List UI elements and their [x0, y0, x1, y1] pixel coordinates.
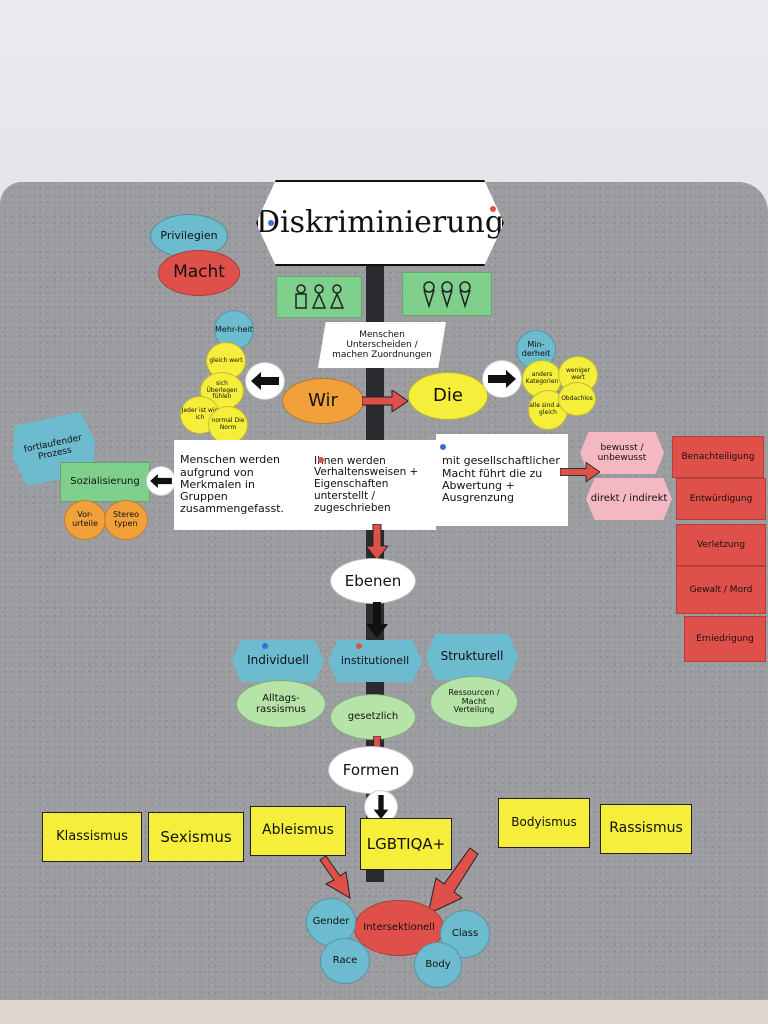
macht-ellipse: Macht	[158, 250, 240, 296]
red-card-2: Entwürdigung	[676, 478, 766, 520]
card-menschen: Menschen werden aufgrund von Merkmalen i…	[174, 440, 308, 530]
arrow-down-icon	[373, 795, 389, 819]
example-ressourcen: Ressourcen / Macht Verteilung	[430, 676, 518, 728]
down-arrow-1	[366, 524, 388, 560]
form-bodyismus: Bodyismus	[498, 798, 590, 848]
level-individuell: Individuell	[232, 640, 324, 682]
red-card-5: Erniedrigung	[684, 616, 766, 662]
floor	[0, 1000, 768, 1024]
card-macht: mit gesellschaftlicher Macht führt die z…	[436, 434, 568, 526]
pin	[490, 206, 496, 212]
pin	[708, 443, 714, 449]
left-arrow-disc	[245, 362, 285, 400]
people-card	[276, 276, 362, 318]
level-strukturell: Strukturell	[426, 634, 518, 680]
pin	[262, 643, 268, 649]
icecream-icon	[423, 281, 471, 309]
arrow-left-icon	[150, 474, 172, 488]
wir-ellipse: Wir	[282, 378, 364, 424]
pin	[440, 444, 446, 450]
form-lgbtiqa: LGBTIQA+	[360, 818, 452, 870]
formen-ellipse: Formen	[328, 746, 414, 794]
down-arrow-2	[366, 602, 388, 638]
class-circle: Class	[440, 910, 490, 958]
pin	[318, 457, 324, 463]
form-ableismus: Ableismus	[250, 806, 346, 856]
level-institutionell: institutionell	[328, 640, 422, 682]
example-alltagsrassismus: Alltags-rassismus	[236, 680, 326, 728]
icecream-card	[402, 272, 492, 316]
pin	[268, 220, 274, 226]
ebenen-ellipse: Ebenen	[330, 558, 416, 604]
race-circle: Race	[320, 938, 370, 984]
vorurteile-circle: Vor-urteile	[64, 500, 106, 540]
people-icon	[295, 284, 345, 309]
red-card-1: Benachteiligung	[672, 436, 764, 478]
left-circle-4: normal Die Norm	[208, 406, 248, 444]
arrow-right-icon	[488, 370, 516, 388]
title-text: Diskriminierung	[255, 205, 505, 241]
body-circle: Body	[414, 942, 462, 988]
wir-die-arrow	[362, 390, 408, 412]
form-rassismus: Rassismus	[600, 804, 692, 854]
right-arrow-disc	[482, 360, 522, 398]
arrow-left-icon	[251, 372, 279, 390]
right-circle-4: Obdachlos	[558, 382, 596, 416]
down-arrow-left	[319, 856, 351, 899]
form-klassismus: Klassismus	[42, 812, 142, 862]
privilegien-ellipse: Privilegien	[150, 214, 228, 258]
center-sign: Menschen Unterscheiden / machen Zuordnun…	[318, 322, 446, 368]
die-ellipse: Die	[408, 372, 488, 420]
pin	[356, 643, 362, 649]
stereotypen-circle: Stereo typen	[104, 500, 148, 540]
pink-direkt: direkt / indirekt	[586, 478, 672, 520]
sozialisierung-card: Sozialisierung	[60, 462, 150, 502]
title-card: Diskriminierung	[256, 180, 504, 266]
red-card-3: Verletzung	[676, 524, 766, 566]
sozialisierung-arrow-disc	[146, 466, 176, 496]
pink-arrow	[560, 462, 600, 482]
example-gesetzlich: gesetzlich	[330, 694, 416, 740]
card-ihnen: Ihnen werden Verhaltensweisen + Eigensch…	[308, 440, 436, 530]
red-card-4: Gewalt / Mord	[676, 566, 766, 614]
pink-bewusst: bewusst / unbewusst	[580, 432, 664, 474]
down-arrow-right	[427, 847, 479, 915]
form-sexismus: Sexismus	[148, 812, 244, 862]
